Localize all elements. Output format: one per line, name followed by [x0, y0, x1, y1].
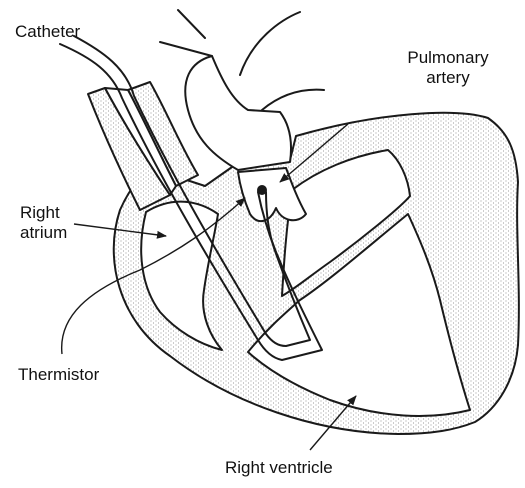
right-atrium-label-line-2: atrium — [20, 223, 67, 243]
thermistor-tip — [257, 185, 267, 195]
pulmonary-artery-label: Pulmonary artery — [390, 48, 506, 88]
right-ventricle-label: Right ventricle — [225, 458, 333, 478]
catheter-label: Catheter — [15, 22, 80, 42]
pulmonary-artery-label-line-1: Pulmonary — [390, 48, 506, 68]
aorta — [185, 56, 291, 170]
thermistor-label: Thermistor — [18, 365, 99, 385]
right-atrium-label: Right atrium — [20, 203, 67, 243]
pulmonary-artery-label-line-2: artery — [390, 68, 506, 88]
right-atrium-label-line-1: Right — [20, 203, 67, 223]
